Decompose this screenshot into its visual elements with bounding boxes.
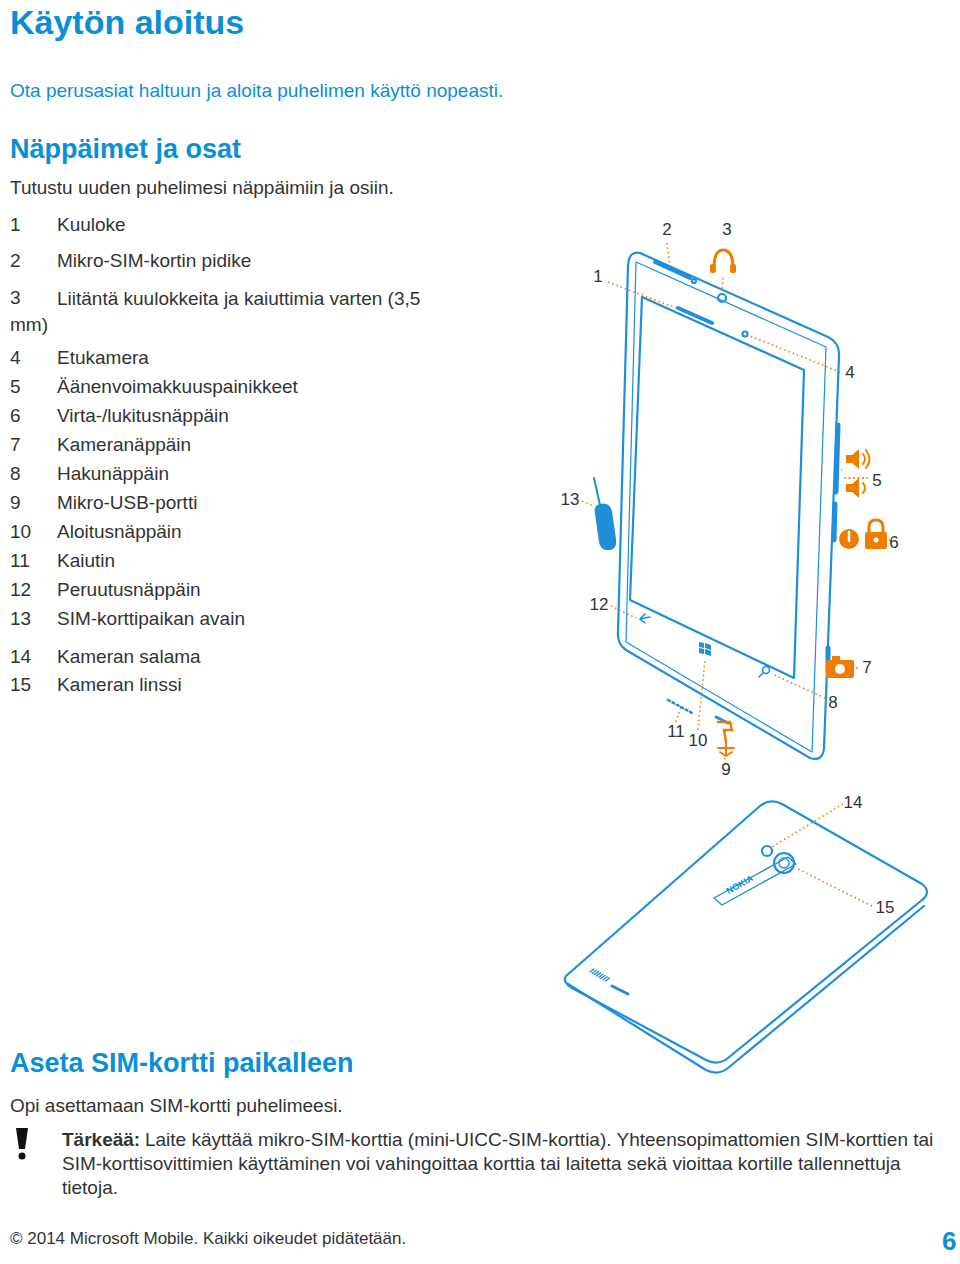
usb-icon	[718, 722, 734, 756]
power-key	[834, 504, 835, 540]
callout-number: 15	[876, 897, 895, 919]
callout-number: 8	[828, 692, 837, 714]
list-number: 1	[10, 213, 21, 236]
list-item: Mikro-USB-portti	[57, 491, 197, 514]
list-number: 15	[10, 673, 31, 696]
speaker-grill	[590, 969, 609, 981]
callout-number: 11	[667, 721, 685, 743]
brand-logo: NOKIA	[725, 873, 756, 897]
important-note: Tärkeää:Laite käyttää mikro-SIM-korttia …	[62, 1128, 954, 1200]
footer-text: © 2014 Microsoft Mobile. Kaikki oikeudet…	[10, 1229, 406, 1249]
callout-number: 5	[872, 470, 881, 492]
front-camera	[743, 332, 748, 337]
list-item: Kuuloke	[57, 213, 126, 236]
list-number: 14	[10, 645, 31, 668]
intro-text: Ota perusasiat haltuun ja aloita puhelim…	[10, 79, 503, 102]
page-number: 6	[942, 1226, 956, 1257]
callout-number: 13	[561, 489, 580, 511]
list-item: Äänenvoimakkuuspainikkeet	[57, 375, 298, 398]
list-item: Kameran salama	[57, 645, 201, 668]
list-number: 6	[10, 404, 21, 427]
section-intro: Opi asettamaan SIM-kortti puhelimeesi.	[10, 1094, 343, 1117]
callout-number: 3	[722, 219, 731, 241]
callout-number: 4	[845, 362, 854, 384]
volume-icon	[846, 449, 870, 498]
callout-number: 9	[721, 759, 730, 781]
list-number: 13	[10, 607, 31, 630]
list-number: 5	[10, 375, 21, 398]
list-item: Etukamera	[57, 346, 149, 369]
warning-icon	[16, 1128, 28, 1160]
audio-jack	[718, 294, 726, 302]
section-heading: Aseta SIM-kortti paikalleen	[10, 1047, 354, 1079]
sim-hole	[692, 279, 696, 283]
earpiece	[678, 308, 712, 323]
phone-body	[618, 253, 839, 759]
list-item: Kameran linssi	[57, 673, 182, 696]
phone-edge	[568, 906, 924, 1073]
leader-lines	[582, 243, 890, 906]
list-number: 8	[10, 462, 21, 485]
callout-number: 7	[862, 657, 871, 679]
callout-number: 12	[590, 594, 609, 616]
list-number: 10	[10, 520, 31, 543]
list-item: Kaiutin	[57, 549, 115, 572]
back-key	[640, 614, 650, 623]
list-number: 9	[10, 491, 21, 514]
volume-keys	[836, 425, 838, 492]
callout-number: 10	[689, 730, 708, 752]
phone-bezel	[626, 262, 826, 752]
note-label: Tärkeää:	[62, 1129, 140, 1150]
list-item: Hakunäppäin	[57, 462, 169, 485]
power-lock-icon	[839, 520, 887, 549]
list-item: Kameranäppäin	[57, 433, 191, 456]
sim-holder	[655, 262, 690, 278]
windows-key	[699, 642, 711, 656]
list-item: Liitäntä kuulokkeita ja kaiuttimia varte…	[10, 286, 450, 338]
list-item: Aloitusnäppäin	[57, 520, 182, 543]
page-title: Käytön aloitus	[10, 2, 244, 42]
callout-number: 2	[662, 219, 671, 241]
bottom-port	[612, 986, 628, 994]
list-number: 4	[10, 346, 21, 369]
note-text: Laite käyttää mikro-SIM-korttia (mini-UI…	[62, 1129, 933, 1198]
list-item: Mikro-SIM-kortin pidike	[57, 249, 251, 272]
section-intro: Tutustu uuden puhelimesi näppäimiin ja o…	[10, 176, 394, 199]
callout-number: 6	[889, 532, 898, 554]
camera-flash	[762, 846, 772, 856]
list-item: Peruutusnäppäin	[57, 578, 201, 601]
camera-icon	[826, 656, 854, 678]
list-item: Virta-/lukitusnäppäin	[57, 404, 229, 427]
section-heading: Näppäimet ja osat	[10, 133, 241, 165]
list-number: 3	[10, 286, 21, 309]
callout-number: 14	[844, 792, 863, 814]
list-number: 12	[10, 578, 31, 601]
list-item: SIM-korttipaikan avain	[57, 607, 245, 630]
sim-tool	[594, 478, 615, 549]
logo-plate	[714, 857, 796, 905]
list-number: 7	[10, 433, 21, 456]
speaker	[668, 700, 694, 714]
callout-number: 1	[593, 266, 602, 288]
screen	[630, 297, 804, 678]
list-number: 11	[10, 549, 30, 572]
phone-back	[565, 801, 927, 1062]
list-number: 2	[10, 249, 21, 272]
